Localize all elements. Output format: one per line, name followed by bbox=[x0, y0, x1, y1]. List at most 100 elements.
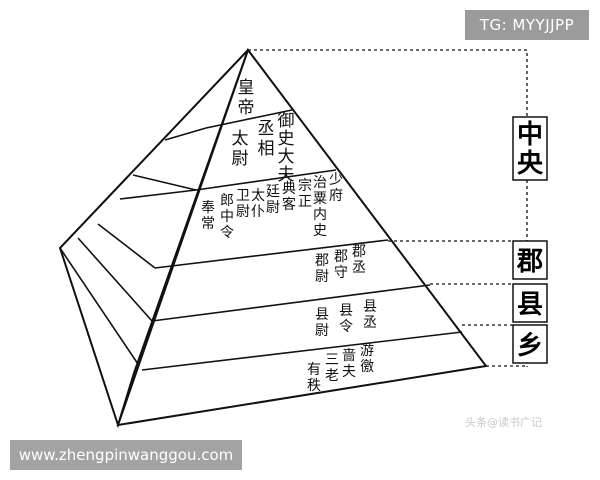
side-line bbox=[77, 237, 153, 322]
tier-line bbox=[141, 331, 463, 371]
title-char: 丞 bbox=[258, 119, 275, 139]
title-char: 相 bbox=[258, 139, 275, 159]
title-char: 老 bbox=[325, 368, 339, 384]
title-char: 仆 bbox=[251, 204, 265, 220]
title-char: 太 bbox=[251, 188, 265, 204]
title-char: 县 bbox=[363, 299, 377, 315]
title-char: 啬 bbox=[342, 348, 356, 364]
tier-emperor: 皇 帝 bbox=[238, 78, 255, 118]
title-fengchang: 奉常 bbox=[201, 200, 215, 232]
title-char: 有 bbox=[307, 362, 321, 378]
title-char: 守 bbox=[334, 265, 348, 281]
title-char: 帝 bbox=[238, 98, 255, 118]
title-char: 夫 bbox=[278, 165, 295, 185]
tier-line bbox=[154, 239, 389, 269]
watermark-top-badge: TG: MYYJJPP bbox=[465, 10, 589, 40]
title-char: 太 bbox=[232, 129, 249, 149]
title-char: 夫 bbox=[342, 364, 356, 380]
tier-commandery: 郡尉 郡守 郡丞 bbox=[315, 244, 366, 285]
pyramid-front-face bbox=[116, 47, 488, 427]
title-char: 尉 bbox=[236, 204, 250, 220]
title-youzhi: 有秩 bbox=[307, 362, 321, 394]
title-char: 郡 bbox=[352, 244, 366, 260]
level-brackets bbox=[248, 49, 528, 367]
title-char: 内 bbox=[313, 207, 327, 223]
title-sanlao: 三老 bbox=[325, 352, 339, 384]
side-line bbox=[59, 247, 143, 371]
side-line bbox=[132, 174, 197, 191]
title-char: 游 bbox=[360, 343, 374, 359]
title-char: 皇 bbox=[238, 78, 255, 98]
tier-line bbox=[151, 284, 431, 322]
title-juncheng: 郡丞 bbox=[352, 244, 366, 276]
title-char: 廷 bbox=[266, 184, 280, 200]
title-char: 宗 bbox=[298, 178, 312, 194]
title-xianling: 县令 bbox=[339, 303, 353, 335]
title-char: 郡 bbox=[334, 249, 348, 265]
title-emperor-2: 帝 bbox=[238, 98, 255, 118]
tier-county: 县尉 县令 县丞 bbox=[315, 299, 377, 339]
title-junshou: 郡守 bbox=[334, 249, 348, 281]
title-sefu: 啬夫 bbox=[342, 348, 356, 380]
title-langzhongling: 郎中令 bbox=[220, 193, 234, 241]
title-char: 秩 bbox=[307, 378, 321, 394]
title-dianke: 典客 bbox=[282, 181, 296, 213]
title-char: 郎 bbox=[220, 193, 234, 209]
title-xiancheng: 县丞 bbox=[363, 299, 377, 331]
title-char: 府 bbox=[329, 188, 343, 204]
side-line bbox=[164, 127, 207, 141]
title-zongzheng: 宗正 bbox=[298, 178, 312, 210]
level-label-township: 乡 bbox=[517, 331, 543, 361]
level-box-county bbox=[512, 283, 548, 323]
side-line bbox=[97, 223, 156, 269]
title-char: 徼 bbox=[360, 359, 374, 375]
level-box-township bbox=[512, 324, 548, 364]
level-label-central-1: 中 bbox=[517, 120, 543, 150]
tier-line bbox=[205, 109, 293, 129]
level-label-commandery: 郡 bbox=[516, 247, 543, 277]
watermark-url-badge: www.zhengpinwanggou.com bbox=[10, 440, 242, 470]
title-weiwei: 卫尉 bbox=[236, 188, 250, 220]
tier-line bbox=[195, 169, 337, 191]
title-shaofu: 少府 bbox=[329, 172, 343, 204]
title-char: 令 bbox=[339, 319, 353, 335]
title-char: 县 bbox=[315, 307, 329, 323]
title-char: 中 bbox=[220, 209, 234, 225]
title-char: 史 bbox=[278, 129, 295, 149]
title-char: 治 bbox=[313, 175, 327, 191]
title-emperor-1: 皇 bbox=[238, 78, 255, 98]
title-char: 县 bbox=[339, 303, 353, 319]
title-char: 御 bbox=[278, 111, 295, 131]
title-char: 奉 bbox=[201, 200, 215, 216]
title-tingwei: 廷尉 bbox=[266, 184, 280, 216]
side-line bbox=[119, 189, 197, 200]
title-char: 尉 bbox=[315, 323, 329, 339]
title-chengxiang: 丞相 bbox=[258, 119, 275, 159]
level-box-commandery bbox=[512, 240, 548, 280]
title-char: 正 bbox=[298, 194, 312, 210]
title-taipu: 太仆 bbox=[251, 188, 265, 220]
level-label-county: 县 bbox=[517, 290, 543, 320]
title-char: 丞 bbox=[363, 315, 377, 331]
title-char: 尉 bbox=[315, 269, 329, 285]
title-char: 三 bbox=[325, 352, 339, 368]
title-char: 尉 bbox=[232, 149, 249, 169]
title-char: 郡 bbox=[315, 253, 329, 269]
title-taiwei: 太尉 bbox=[232, 129, 249, 169]
title-char: 史 bbox=[313, 223, 327, 239]
title-char: 令 bbox=[220, 225, 234, 241]
title-char: 粟 bbox=[313, 191, 327, 207]
title-char: 客 bbox=[282, 196, 296, 213]
title-char: 尉 bbox=[266, 200, 280, 216]
title-char: 典 bbox=[282, 181, 296, 197]
level-box-central bbox=[512, 116, 548, 181]
level-label-central-2: 央 bbox=[517, 149, 544, 179]
title-char: 大 bbox=[278, 147, 295, 167]
title-char: 常 bbox=[201, 216, 215, 232]
title-char: 丞 bbox=[352, 260, 366, 276]
